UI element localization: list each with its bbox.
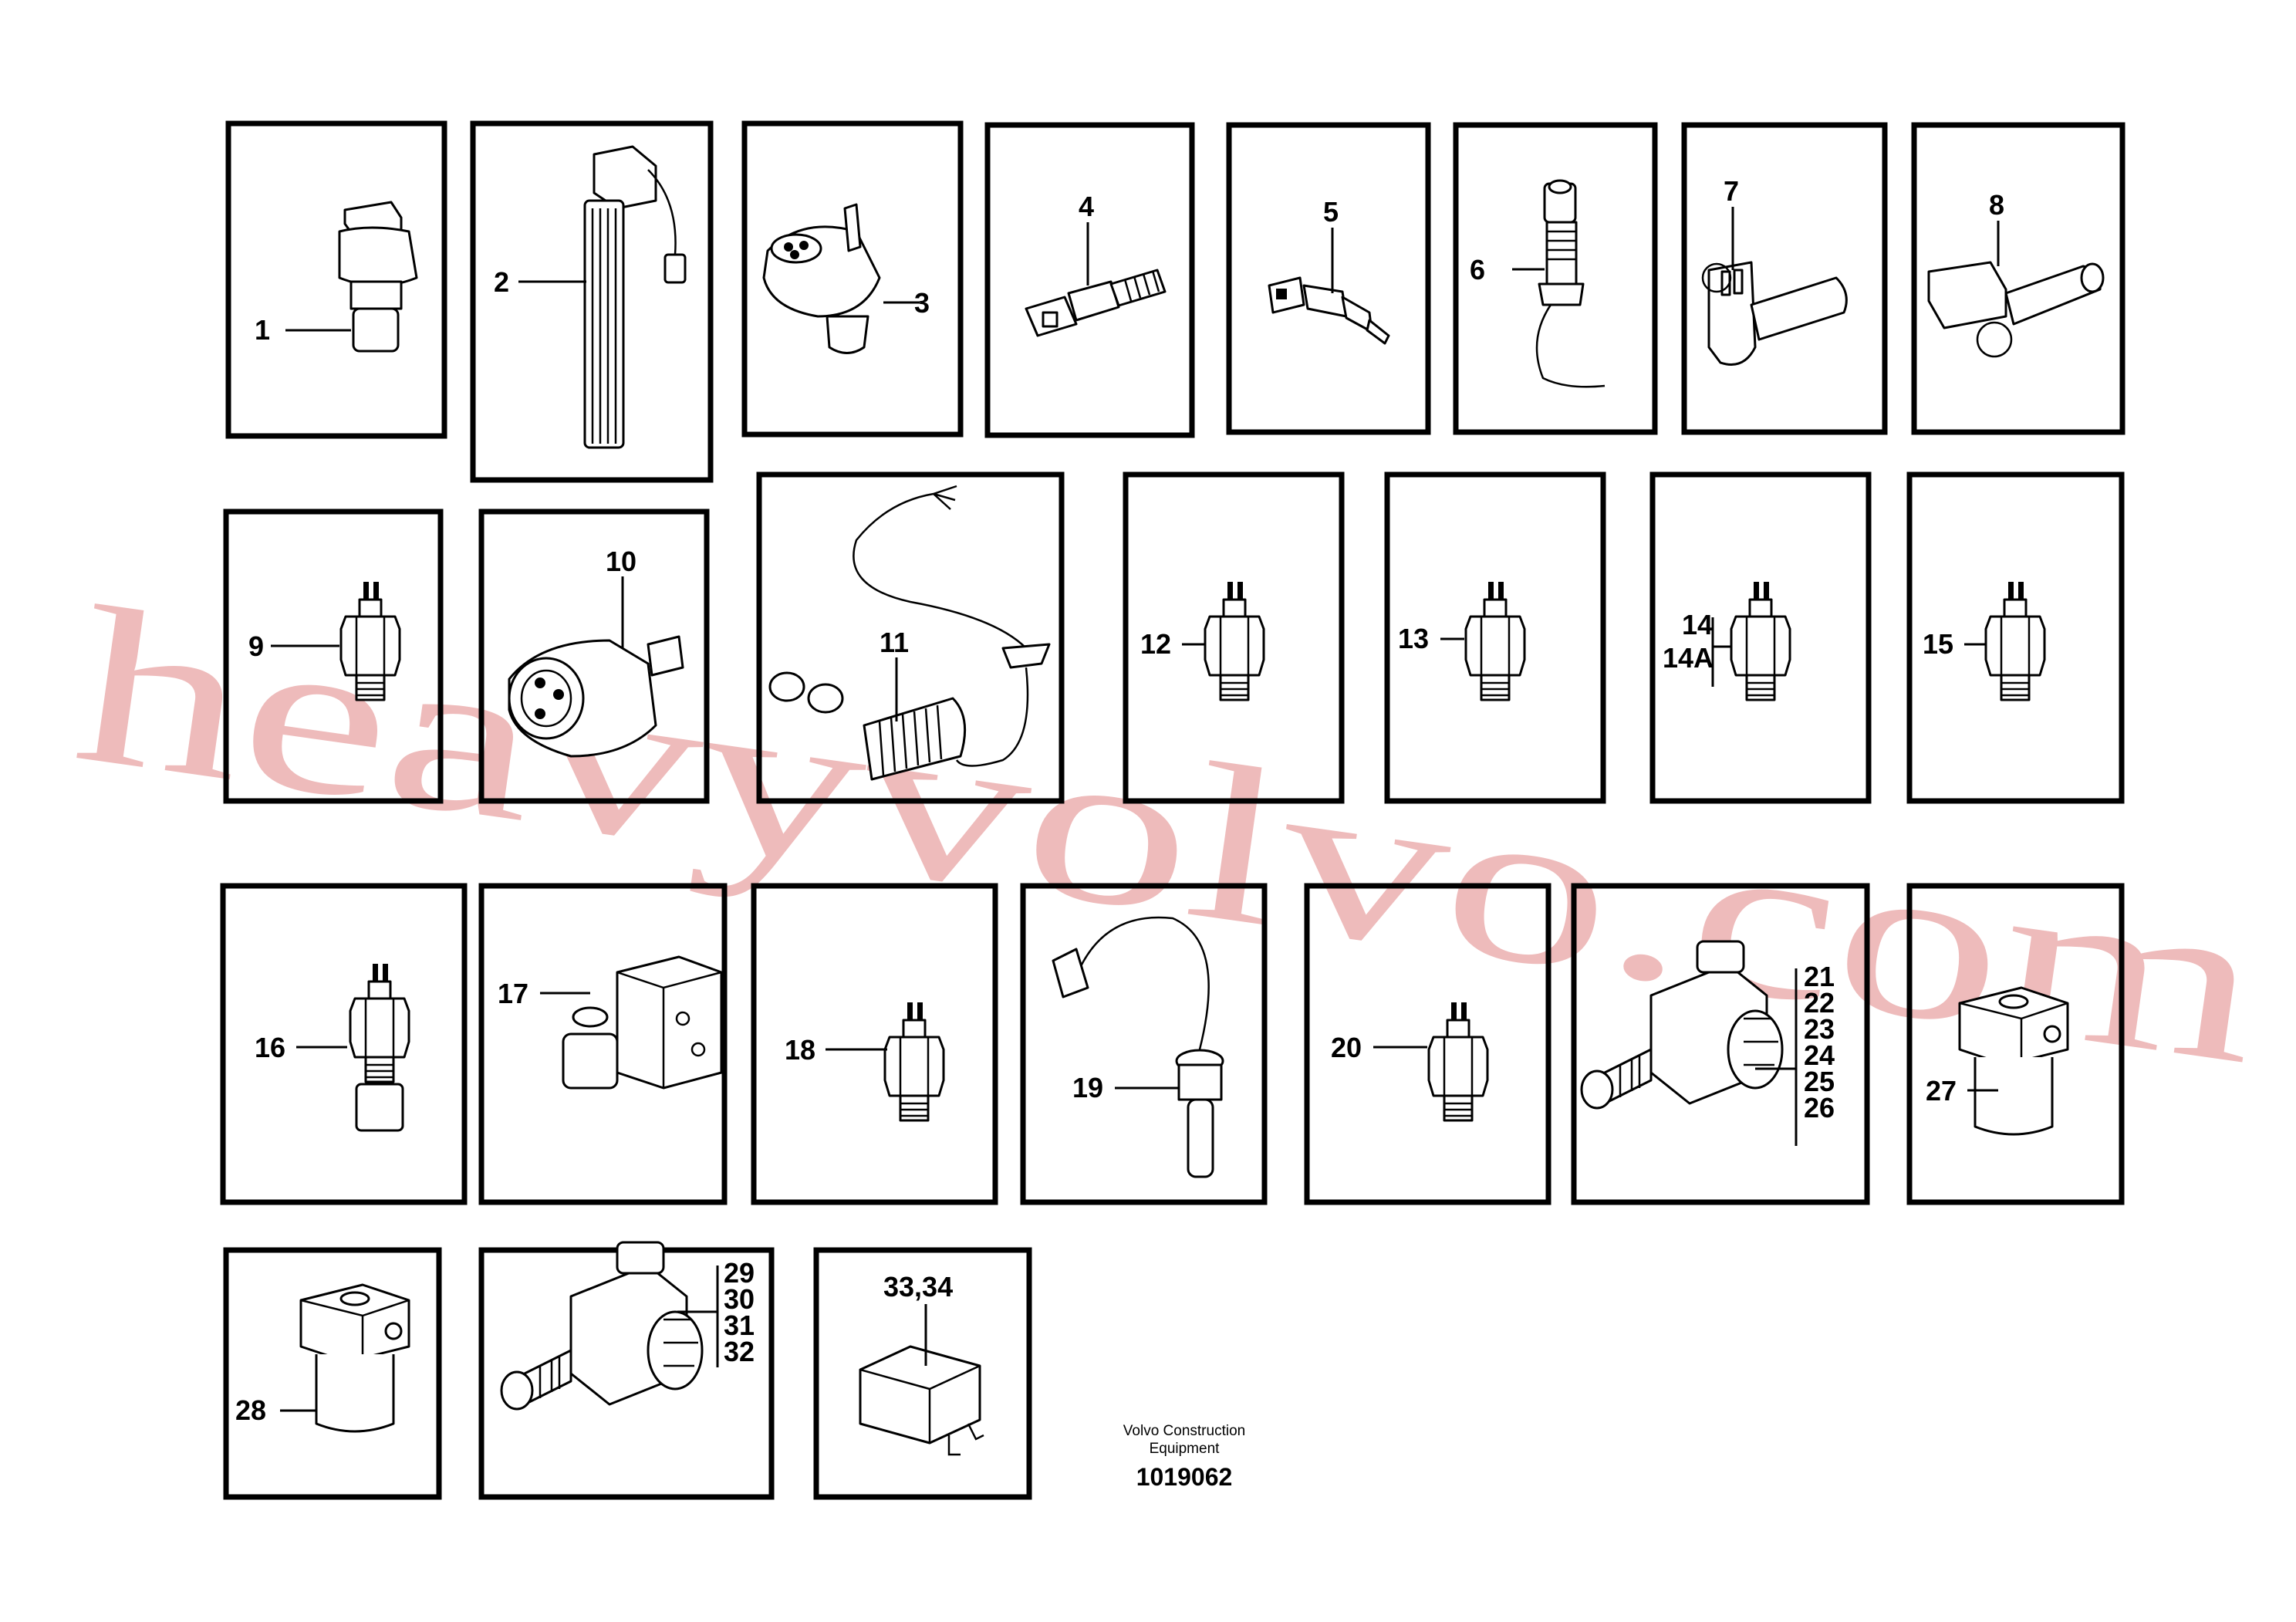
label-15: 15 — [1923, 628, 1953, 660]
label-18: 18 — [785, 1034, 815, 1066]
part-20-pressure-switch — [1427, 1002, 1489, 1122]
label-30: 30 — [724, 1283, 755, 1315]
drawing-number: 1019062 — [1136, 1463, 1233, 1491]
label-5: 5 — [1323, 196, 1339, 228]
part-33-relay — [859, 1345, 984, 1456]
label-10: 10 — [606, 546, 636, 577]
part-29-solenoid-valve — [500, 1241, 704, 1411]
part-2-level-sensor — [583, 145, 687, 449]
part-7-speed-sensor — [1701, 261, 1848, 366]
part-14-pressure-switch — [1730, 581, 1791, 701]
label-23: 23 — [1804, 1013, 1835, 1045]
label-29: 29 — [724, 1257, 755, 1289]
part-11-sensor — [768, 485, 1051, 781]
part-3-pressure-switch — [762, 203, 881, 354]
part-8-speed-sensor — [1927, 261, 2105, 358]
label-25: 25 — [1804, 1066, 1835, 1097]
part-27-valve-block — [1958, 986, 2069, 1136]
part-6-sensor — [1535, 179, 1606, 388]
part-28-valve-block — [299, 1283, 410, 1433]
credit-line-1: Volvo Construction — [1123, 1423, 1245, 1439]
part-19-sensor — [1052, 916, 1224, 1178]
label-33-34: 33,34 — [883, 1271, 953, 1303]
label-28: 28 — [235, 1394, 266, 1426]
label-14a: 14A — [1663, 642, 1714, 674]
label-2: 2 — [494, 266, 509, 298]
leader-lines — [271, 207, 2000, 1412]
part-4-temperature-sensor — [1025, 269, 1167, 337]
label-7: 7 — [1724, 175, 1739, 207]
part-17-solenoid — [562, 955, 723, 1090]
part-18-pressure-switch — [883, 1002, 945, 1122]
credit-line-2: Equipment — [1150, 1441, 1221, 1457]
label-14: 14 — [1682, 609, 1713, 640]
label-17: 17 — [498, 978, 528, 1009]
label-21: 21 — [1804, 961, 1835, 992]
label-13: 13 — [1398, 623, 1429, 654]
drawing-credit: Volvo Construction Equipment 1019062 — [1123, 1423, 1245, 1491]
label-24: 24 — [1804, 1039, 1835, 1071]
label-31: 31 — [724, 1309, 755, 1341]
part-1-pressure-switch — [338, 201, 418, 353]
part-16-pressure-switch — [349, 963, 410, 1132]
label-19: 19 — [1072, 1072, 1103, 1103]
label-3: 3 — [914, 287, 930, 319]
part-13-pressure-switch — [1464, 581, 1526, 701]
label-26: 26 — [1804, 1092, 1835, 1124]
label-9: 9 — [248, 630, 264, 662]
frames — [220, 120, 2125, 1500]
label-20: 20 — [1331, 1032, 1362, 1063]
label-22: 22 — [1804, 987, 1835, 1019]
label-4: 4 — [1079, 191, 1094, 222]
label-12: 12 — [1140, 628, 1171, 660]
label-8: 8 — [1989, 189, 2004, 221]
label-27: 27 — [1926, 1075, 1957, 1107]
label-11: 11 — [880, 627, 909, 658]
label-16: 16 — [255, 1032, 285, 1063]
part-labels: 1 2 3 4 5 6 7 8 9 10 11 12 13 14 14A 15 … — [235, 175, 2004, 1426]
label-6: 6 — [1470, 254, 1485, 286]
label-32: 32 — [724, 1336, 755, 1367]
label-1: 1 — [255, 314, 270, 346]
part-5-sensor — [1268, 276, 1390, 345]
part-10-sensor — [508, 635, 684, 758]
part-15-pressure-switch — [1984, 581, 2046, 701]
part-12-pressure-switch — [1204, 581, 1265, 701]
